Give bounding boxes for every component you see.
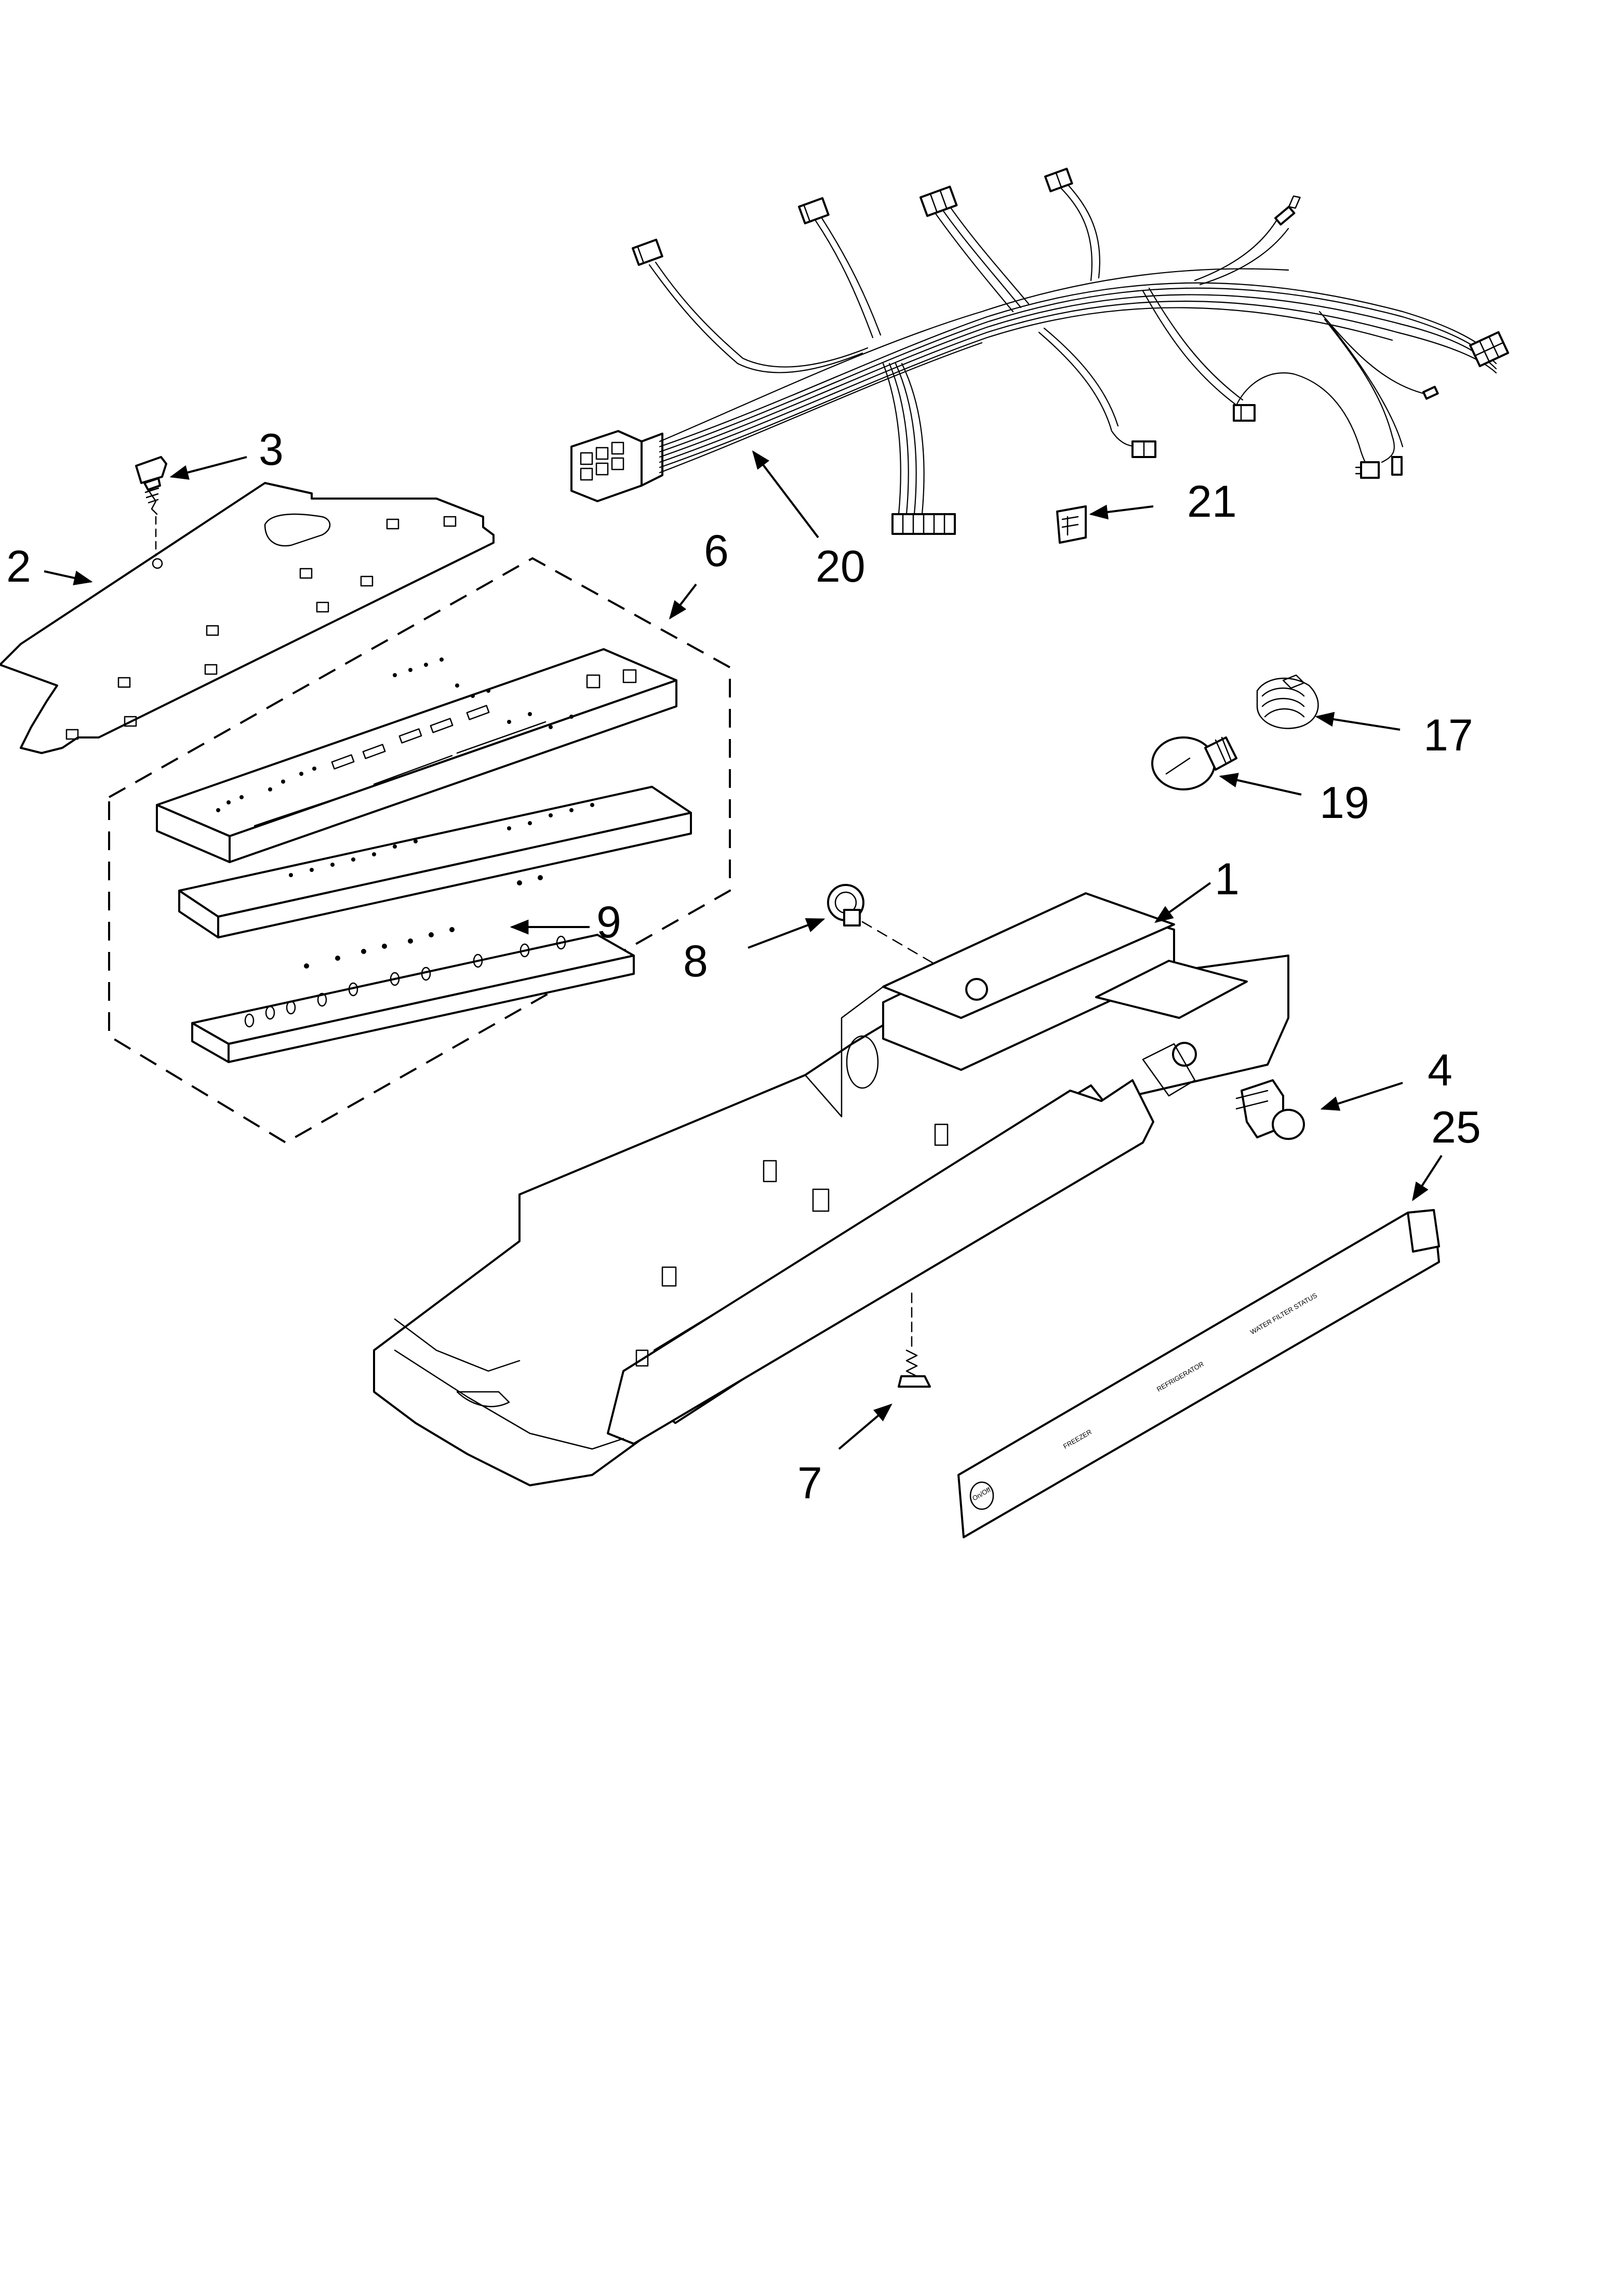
wire-harness xyxy=(570,167,1509,535)
callout-labels: 1 2 3 4 6 7 8 9 17 19 20 21 25 xyxy=(6,425,1481,1508)
part-19-bulb xyxy=(1151,736,1237,790)
callout-1: 1 xyxy=(1215,854,1240,904)
callout-25: 25 xyxy=(1431,1103,1481,1152)
callout-7: 7 xyxy=(797,1458,822,1508)
callout-21: 21 xyxy=(1187,477,1237,527)
callout-17: 17 xyxy=(1423,710,1473,760)
callout-2: 2 xyxy=(6,542,31,592)
part-17-lamp-socket xyxy=(1256,674,1319,729)
part-6-control-board-assembly xyxy=(108,557,731,1144)
callout-19: 19 xyxy=(1320,778,1369,828)
callout-4: 4 xyxy=(1428,1045,1453,1095)
callout-20: 20 xyxy=(816,542,865,592)
part-9-display-board xyxy=(191,875,635,1063)
middle-control-board xyxy=(178,786,692,938)
harness-branches xyxy=(648,183,1430,515)
part-25-overlay-panel: On/Off FREEZER REFRIGERATOR WATER FILTER… xyxy=(957,1209,1440,1538)
part-21-module xyxy=(1056,505,1087,544)
callout-6: 6 xyxy=(704,526,729,576)
harness-bundle xyxy=(659,268,1497,474)
part-2-shield-plate xyxy=(0,482,495,754)
part-4-lamp-socket xyxy=(1235,1079,1305,1140)
callout-9: 9 xyxy=(596,897,621,947)
harness-main-connector xyxy=(570,430,663,502)
upper-control-board xyxy=(156,648,677,863)
part-3-screw xyxy=(135,456,167,557)
part-1-control-housing xyxy=(373,892,1289,1486)
leader-arrows xyxy=(44,450,1443,1450)
callout-3: 3 xyxy=(259,425,284,475)
harness-connectors xyxy=(632,167,1509,535)
callout-8: 8 xyxy=(683,936,708,986)
part-7-screw xyxy=(898,1292,931,1388)
